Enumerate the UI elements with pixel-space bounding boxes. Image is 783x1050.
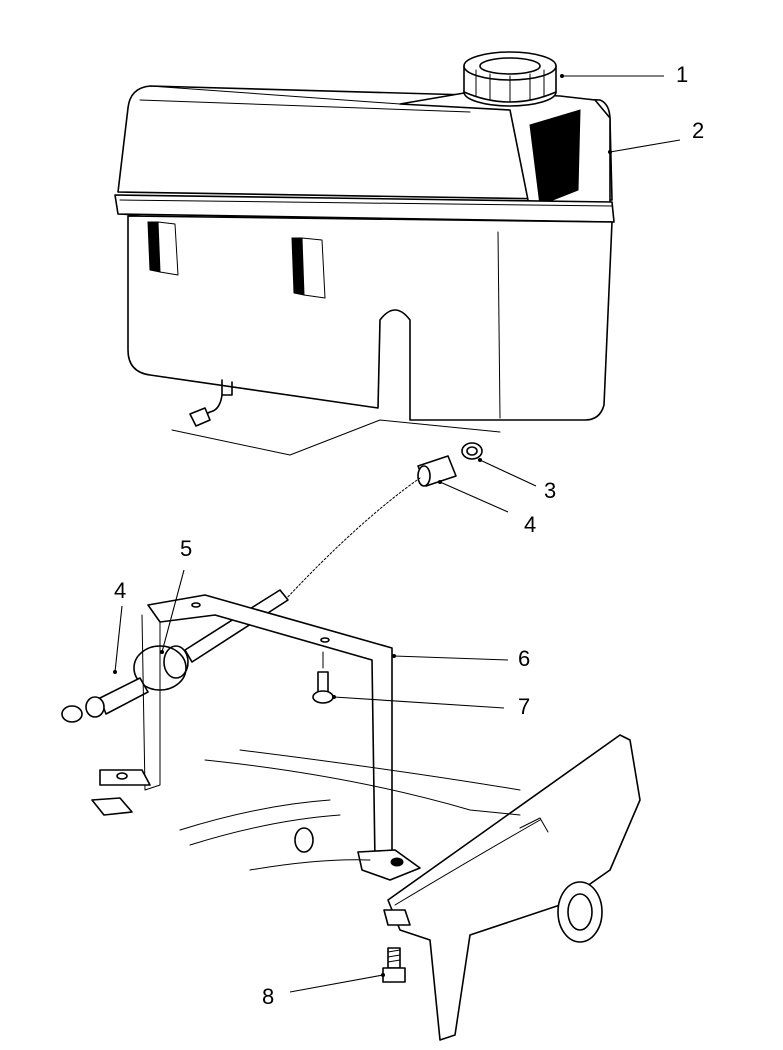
hose-segment-top — [417, 455, 457, 487]
callout-hose-left-label: 4 — [114, 578, 127, 603]
mounting-bolt — [382, 947, 406, 983]
hose-clamp-left — [61, 696, 105, 723]
callout-bracket-label: 6 — [518, 646, 531, 671]
callout-clamp-label: 3 — [544, 478, 557, 503]
callout-cap-label: 1 — [676, 62, 689, 87]
callout-bolt-label: 8 — [262, 984, 275, 1009]
filler-cap — [463, 51, 557, 107]
callout-hose-top-label: 4 — [524, 512, 537, 537]
callout-screw-label: 7 — [518, 694, 531, 719]
callout-filter-label: 5 — [180, 536, 193, 561]
callout-tank-label: 2 — [692, 118, 705, 143]
mounting-screw — [312, 651, 334, 704]
tank-bracket — [99, 594, 421, 881]
hose-clamp-top — [461, 442, 483, 460]
leader-lines — [113, 74, 681, 993]
fuel-tank — [114, 85, 615, 456]
mower-chassis — [91, 734, 641, 1041]
fuel-line-dashed — [284, 477, 421, 601]
